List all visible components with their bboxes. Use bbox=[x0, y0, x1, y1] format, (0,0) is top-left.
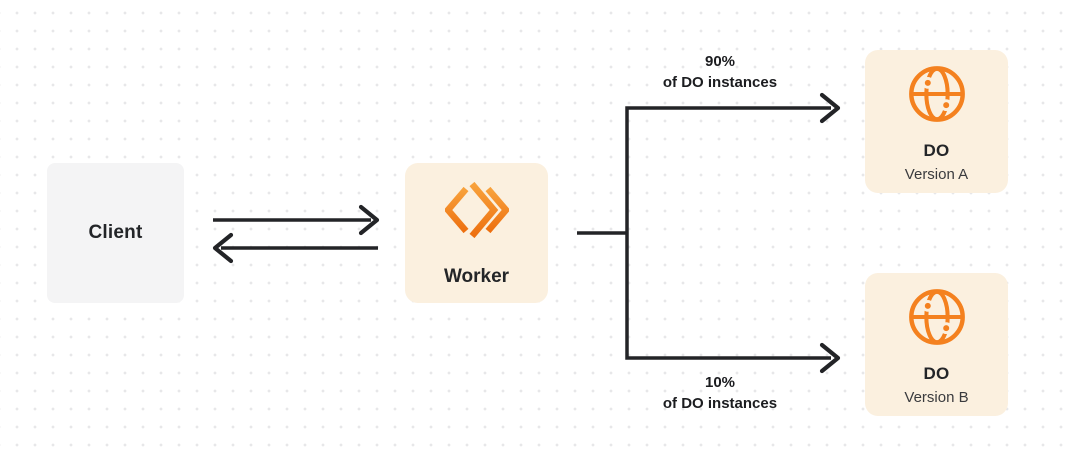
do-version-a-node: DO Version A bbox=[865, 50, 1008, 193]
branch-trunk-line bbox=[625, 106, 831, 360]
arrow-worker-to-client-head-icon bbox=[212, 232, 234, 264]
do-b-title: DO bbox=[923, 364, 950, 383]
globe-icon bbox=[908, 66, 965, 122]
globe-icon bbox=[908, 289, 965, 345]
worker-node: Worker bbox=[405, 163, 548, 303]
do-version-b-node: DO Version B bbox=[865, 273, 1008, 416]
client-node: Client bbox=[47, 163, 184, 303]
branch-b-percent: 10% bbox=[704, 374, 736, 391]
do-a-title: DO bbox=[923, 141, 950, 160]
do-b-subtitle: Version B bbox=[904, 389, 969, 406]
client-label: Client bbox=[88, 222, 143, 243]
branch-b-label: 10% of DO instances bbox=[620, 372, 820, 414]
worker-label: Worker bbox=[443, 266, 510, 287]
arrow-client-to-worker-head-icon bbox=[358, 204, 380, 236]
branch-b-caption: of DO instances bbox=[662, 395, 778, 412]
workers-chevrons-icon bbox=[444, 182, 509, 238]
do-a-subtitle: Version A bbox=[904, 166, 969, 183]
branch-a-label: 90% of DO instances bbox=[620, 51, 820, 93]
branch-a-caption: of DO instances bbox=[662, 74, 778, 91]
arrow-to-do-b-head-icon bbox=[819, 342, 841, 374]
arrow-to-do-a-head-icon bbox=[819, 92, 841, 124]
branch-a-percent: 90% bbox=[704, 53, 736, 70]
